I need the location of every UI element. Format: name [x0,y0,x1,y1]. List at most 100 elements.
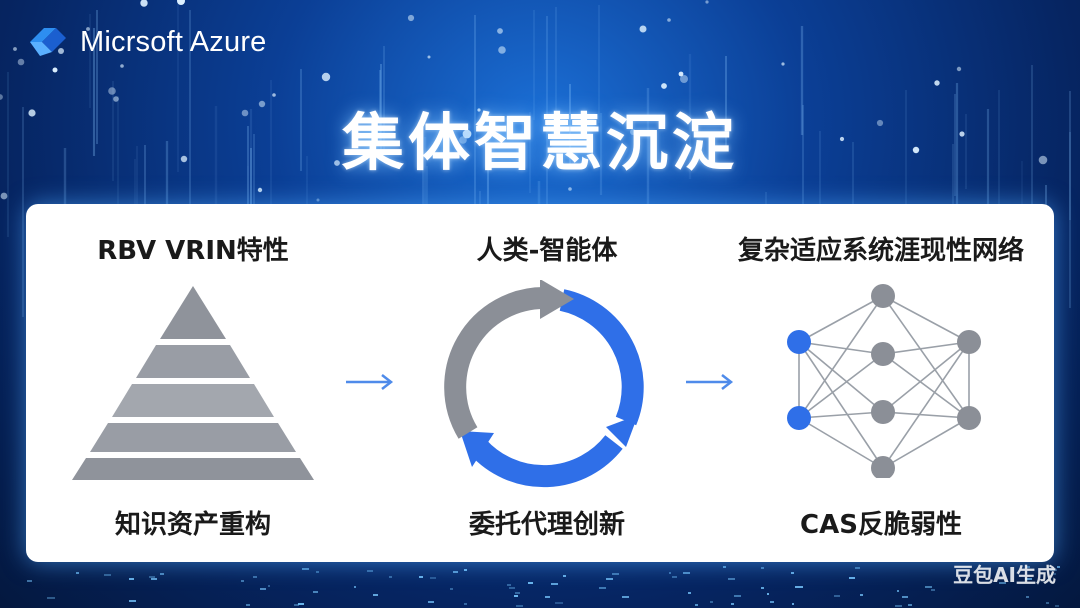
background-grid-light [430,577,436,579]
background-grid-light [1026,596,1029,598]
background-grid-light [895,605,902,607]
background-grid-light [710,601,713,603]
background-grid-light [599,587,606,589]
background-grid-light [761,587,764,589]
network-edge [798,341,884,413]
content-panel: RBV VRIN特性 知识资产重构 人类-智能体 委托代理创新 复杂适应系统涯现… [26,204,1054,562]
background-grid-light [563,575,566,577]
cycle-arrowhead-top [540,280,574,319]
cycle-arrowhead-bottom [460,431,494,467]
background-glow-dot [316,198,320,202]
network-node [871,342,895,366]
background-grid-light [428,601,434,603]
background-glow-dot [781,62,785,66]
background-grid-light [770,601,774,603]
column-2-caption: 委托代理创新 [468,510,625,540]
background-grid-light [27,580,32,582]
azure-logo-icon [30,28,66,56]
background-grid-light [669,572,671,574]
background-grid-light [849,577,855,579]
background-grid-light [149,576,155,578]
network-edge [882,417,970,469]
background-grid-light [151,578,157,580]
background-glow-dot [497,28,503,34]
cycle-arrow-blue-bottom [469,434,623,488]
background-grid-light [931,589,935,591]
background-glow-dot [58,48,64,54]
background-glow-dot [639,25,647,33]
background-glow-dot [140,0,148,7]
background-grid-light [129,578,134,580]
network-graphic [787,284,981,478]
background-glow-dot [498,46,506,54]
background-glow-dot [680,75,688,83]
background-glow-dot [113,96,119,102]
brand-name: Micrsoft Azure [80,25,267,58]
background-glow-dot [0,192,8,200]
background-grid-light [908,604,912,606]
network-edge [798,411,884,419]
background-grid-light [1046,602,1049,604]
background-grid-light [860,594,863,596]
network-node [787,330,811,354]
background-glow-dot [371,124,375,128]
background-grid-light [514,595,518,597]
background-grid-light [791,572,794,574]
network-edge [798,353,884,419]
background-grid-light [47,597,55,599]
background-grid-light [160,573,164,575]
background-grid-light [246,604,250,606]
network-edge [882,295,970,419]
network-edge [882,295,970,343]
network-node [871,400,895,424]
background-glow-dot [839,136,845,142]
column-1-caption: 知识资产重构 [114,510,271,540]
background-grid-light [450,588,453,590]
background-grid-light [464,603,467,605]
background-glow-dot [630,129,636,135]
background-grid-light [316,571,319,573]
background-glow-dot [477,108,481,112]
brand-logo: Micrsoft Azure [26,22,267,62]
network-edge [798,341,884,355]
background-grid-light [795,586,803,588]
network-edge [882,353,970,419]
column-1-heading: RBV VRIN特性 [97,236,289,266]
background-grid-light [313,591,318,593]
pyramid-layer-5 [72,458,314,480]
background-grid-light [373,594,378,596]
background-grid-light [367,570,373,572]
background-glow-dot [661,83,667,89]
cycle-arrow-gray-left [444,286,547,439]
background-grid-light [551,583,558,585]
background-grid-light [834,595,840,597]
network-node [957,330,981,354]
background-grid-light [695,604,698,606]
background-grid-light [354,586,356,588]
cycle-arrow-blue-right [559,289,644,426]
background-glow-dot [180,155,188,163]
background-glow-dot [427,55,431,59]
background-grid-light [1025,578,1032,580]
background-grid-light [260,588,266,590]
background-glow-dot [334,160,340,166]
background-grid-light [268,585,270,587]
page-title: 集体智慧沉淀 [341,106,738,179]
background-glow-dot [956,66,962,72]
pyramid-layer-1 [160,286,226,339]
background-glow-dot [934,80,940,86]
arrow-right-icon [686,374,734,390]
background-glow-dot [407,14,415,22]
background-grid-light [683,572,690,574]
background-grid-light [672,576,677,578]
background-glow-dot [52,67,58,73]
background-grid-light [1055,605,1059,607]
background-grid-light [419,576,423,578]
background-grid-light [1057,566,1060,568]
background-glow-dot [241,109,249,117]
background-grid-light [1053,573,1056,575]
network-node [871,284,895,308]
background-glow-dot [912,146,920,154]
background-grid-light [792,603,794,605]
background-grid-light [855,567,860,569]
